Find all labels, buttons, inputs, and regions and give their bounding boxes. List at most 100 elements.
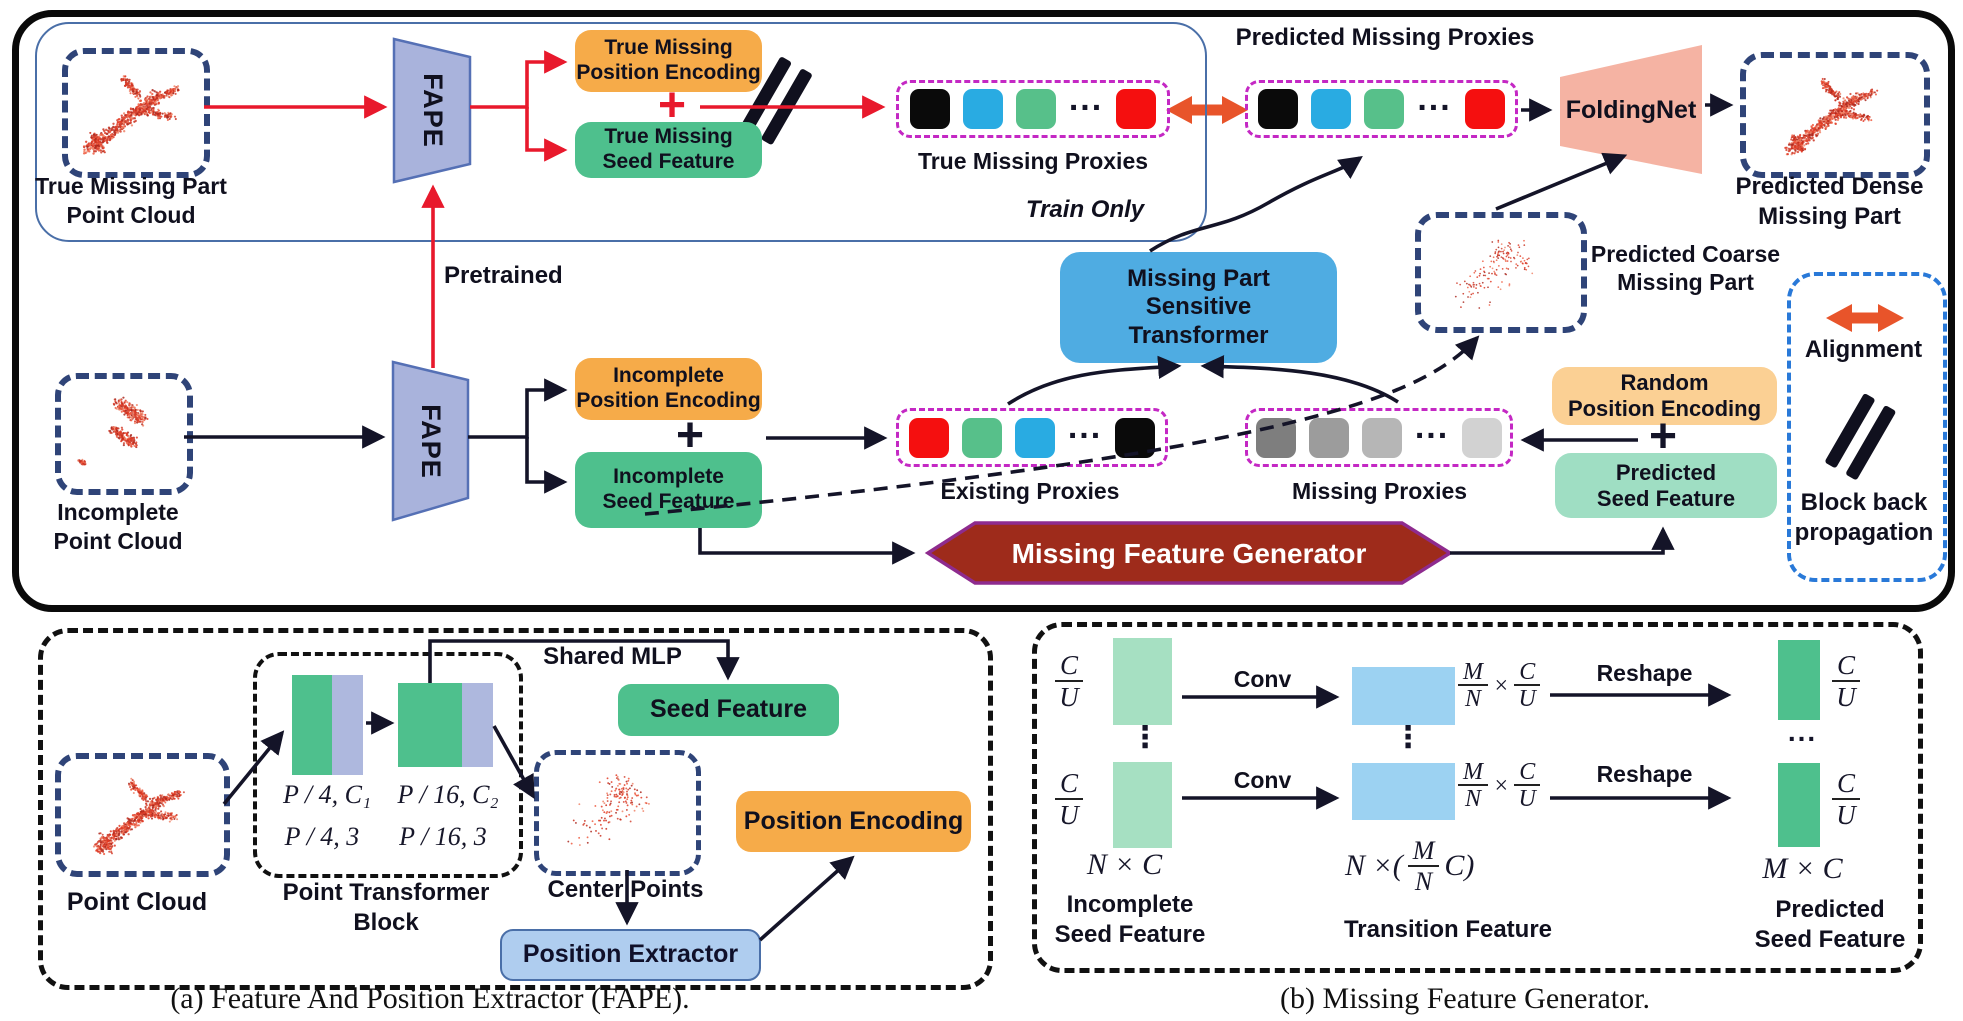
label-line: Seed Feature [1754, 926, 1906, 953]
true-missing-part-pointcloud-box [62, 48, 210, 178]
reshape-label-2: Reshape [1582, 761, 1707, 788]
caption-a: (a) Feature And Position Extractor (FAPE… [170, 982, 690, 1015]
label-line: Point Transformer [282, 879, 490, 906]
legend-frame [1787, 272, 1947, 582]
missing-feature-generator-label: Missing Feature Generator [975, 538, 1403, 570]
plus-sign-random: + [1648, 410, 1678, 463]
frac-num: C [1832, 651, 1861, 682]
label-line: Block [353, 909, 419, 936]
frac-den: U [1059, 799, 1079, 830]
frac-num: C [1055, 651, 1084, 682]
box-label: Position Encoding [576, 61, 761, 84]
true-missing-proxies-label: True Missing Proxies [898, 148, 1168, 175]
frac-den: N [1414, 866, 1433, 896]
point-cloud-box-a [55, 753, 230, 877]
frac-num: C [1514, 760, 1541, 787]
predicted-seed-col-2 [1778, 763, 1820, 847]
incomplete-pointcloud-box [55, 373, 193, 495]
train-only-label: Train Only [985, 196, 1185, 224]
proxy-square [1462, 417, 1503, 458]
vdots-incomplete: ⋮ [1130, 721, 1160, 754]
vdots-transition: ⋮ [1393, 721, 1423, 754]
proxy-square [908, 417, 949, 458]
pt-block1-pos [332, 675, 363, 775]
proxy-square [1015, 89, 1056, 129]
foldingnet-label: FoldingNet [1560, 96, 1702, 125]
box-label: Position Encoding [576, 389, 761, 412]
frac-num: M [1458, 660, 1488, 687]
position-extractor-box: Position Extractor [500, 929, 761, 981]
frac-num: M [1407, 837, 1440, 867]
seed-feature-box-a: Seed Feature [618, 684, 839, 736]
true-missing-proxies-box: ... [896, 80, 1170, 138]
frac-den: U [1836, 681, 1856, 712]
predicted-seed-feature-label-b: Predicted Seed Feature [1746, 895, 1914, 955]
missing-proxies-label: Missing Proxies [1252, 478, 1507, 505]
predicted-seed-col-1 [1778, 640, 1820, 720]
label-line: Conv [1233, 767, 1292, 793]
label-line: Point Cloud [66, 888, 208, 916]
pretrained-label: Pretrained [444, 262, 604, 290]
box-label: Seed Feature [602, 150, 735, 173]
pt-block1-dims-bot: P / 4, 3 [284, 822, 360, 851]
label-line: propagation [1794, 519, 1934, 546]
frac-den: U [1518, 786, 1536, 813]
missing-proxies-box: ... [1245, 408, 1513, 467]
frac-den: U [1518, 686, 1536, 713]
true-missing-position-encoding-box: True Missing Position Encoding [575, 30, 762, 92]
panel-a-frame [38, 628, 993, 990]
legend-block-back-label: Block back propagation [1788, 488, 1940, 548]
pt-block1-feature [292, 675, 332, 775]
label-line: Pretrained [444, 262, 563, 289]
frac-num: C [1832, 769, 1861, 800]
plus-sign-incomplete: + [675, 409, 705, 462]
ellipsis-dots: ... [1414, 408, 1450, 446]
frac-num: C [1055, 769, 1084, 800]
incomplete-position-encoding-box: Incomplete Position Encoding [575, 358, 762, 420]
label-line: Predicted Coarse [1590, 241, 1781, 267]
label-line: True Missing Proxies [917, 148, 1149, 174]
existing-proxies-box: ... [896, 408, 1168, 467]
frac-num: M [1458, 760, 1488, 787]
pt-block2-feature [398, 683, 462, 767]
hdots-predicted: ... [1787, 716, 1818, 747]
label-line: Point Cloud [53, 528, 183, 554]
box-label: True Missing [604, 125, 733, 149]
times-sign: × [1493, 772, 1510, 799]
main-outer-frame [12, 10, 1955, 612]
center-points-box [534, 750, 701, 876]
box-label: True Missing [604, 36, 733, 60]
incomplete-seed-feature-label-b: Incomplete Seed Feature [1046, 890, 1214, 950]
label-line: Missing Part [1617, 269, 1754, 295]
point-cloud-image-a [92, 777, 185, 856]
label-line: Center Points [547, 876, 704, 903]
label-line: Reshape [1596, 761, 1693, 787]
proxy-square [909, 89, 950, 129]
dims-nxc: N × C [1086, 848, 1163, 881]
true-missing-part-pointcloud-label: True Missing Part Point Cloud [30, 172, 232, 230]
box-label: Predicted [1615, 459, 1717, 485]
proxy-square [1116, 89, 1157, 129]
label-line: Missing Part [1758, 203, 1901, 230]
predicted-dense-missing-part-box [1740, 52, 1930, 178]
fape-bottom-label: FAPE [393, 362, 468, 520]
dims-mxc: M × C [1762, 852, 1843, 885]
true-missing-seed-feature-box: True Missing Seed Feature [575, 122, 762, 178]
label-line: FoldingNet [1565, 96, 1697, 124]
label-line: Reshape [1596, 660, 1693, 686]
position-encoding-box-a: Position Encoding [736, 791, 971, 852]
conv-label-2: Conv [1215, 767, 1310, 794]
fape-text: FAPE [416, 403, 446, 479]
center-points-label: Center Points [538, 876, 713, 904]
math-token: C) [1444, 849, 1475, 883]
proxy-square [962, 89, 1003, 129]
label-line: True Missing Part [35, 173, 227, 199]
box-label: Random [1620, 370, 1709, 396]
fape-top-label: FAPE [394, 39, 470, 182]
proxy-square [961, 417, 1002, 458]
box-label: Incomplete [613, 465, 724, 489]
